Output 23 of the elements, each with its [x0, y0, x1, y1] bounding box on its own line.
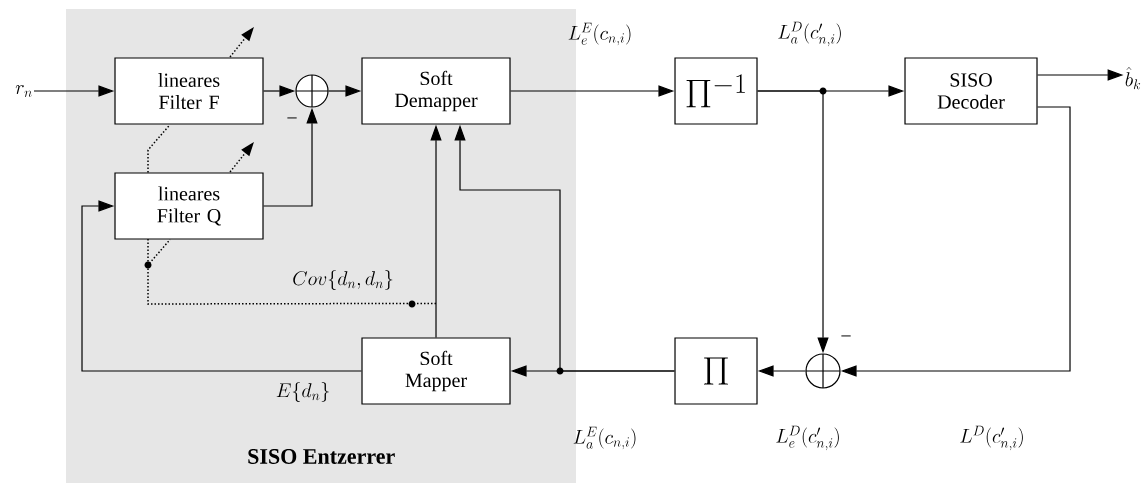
edge-label: $E\{d_n\}$ — [276, 382, 329, 402]
arrow — [81, 200, 362, 372]
interleaver-box: $\Pi$ — [674, 337, 758, 405]
process-box: SISO Decoder — [904, 57, 1038, 125]
signal-symbol: $\hat{b}_k$ — [1125, 66, 1141, 90]
edge-label: $Cov\{d_n,d_n\}$ — [293, 270, 393, 290]
interleaver-box: $\Pi^{-1}$ — [674, 57, 758, 125]
minus-sign: − — [287, 117, 297, 119]
edge-label: $L_e^E(c_{n,i})$ — [568, 22, 631, 46]
signal-label: $L^D(c'_{n,i})$ — [960, 425, 1023, 451]
control-line — [147, 123, 171, 174]
signal-label: $L_a^E(c_{n,i})$ — [573, 426, 636, 450]
process-box: Soft Demapper — [361, 57, 511, 125]
process-box: lineares Filter F — [114, 57, 264, 125]
process-box: lineares Filter Q — [114, 172, 264, 240]
minus-sign: − — [841, 335, 851, 337]
process-box: Soft Mapper — [361, 337, 511, 405]
edge-label: $L_a^D(c'_{n,i})$ — [778, 21, 841, 47]
signal-label: $L_e^D(c'_{n,i})$ — [776, 425, 839, 451]
control-line — [147, 238, 437, 305]
summing-junction — [295, 74, 329, 108]
signal-symbol: $r_n$ — [15, 85, 32, 97]
summing-junction — [805, 353, 841, 389]
